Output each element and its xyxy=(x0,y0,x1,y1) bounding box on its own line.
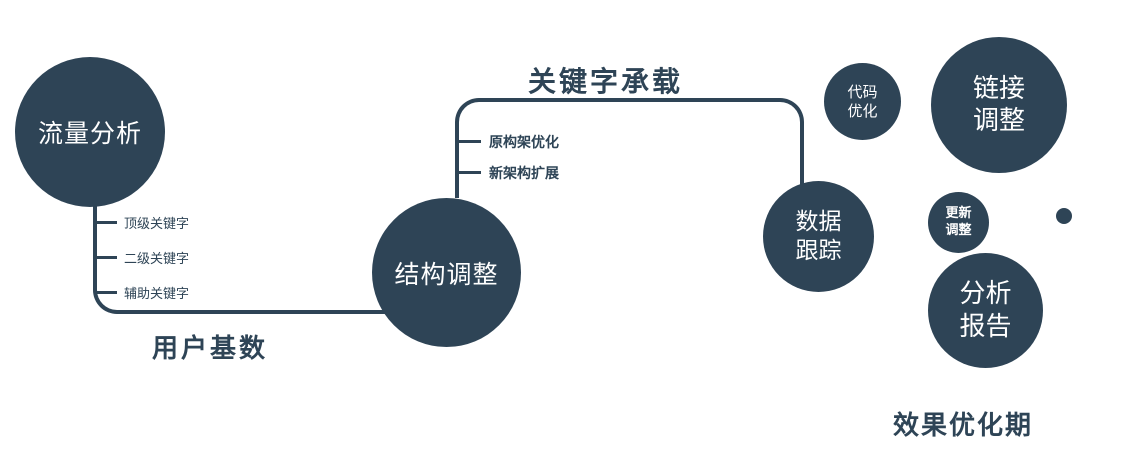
tick-label-top-keyword: 顶级关键字 xyxy=(124,217,190,232)
tick-mark-arch-optimize xyxy=(457,140,481,143)
node-code-optimize: 代码优化 xyxy=(824,63,901,140)
tick-label-arch-optimize: 原构架优化 xyxy=(489,135,559,151)
tick-label-second-keyword: 二级关键字 xyxy=(124,252,190,267)
phase-label: 效果优化期 xyxy=(893,411,1034,441)
tick-label-arch-expand: 新架构扩展 xyxy=(489,166,559,182)
node-code-optimize-label: 代码优化 xyxy=(847,82,878,120)
connector-structure-to-tracking xyxy=(455,98,804,198)
node-data-tracking: 数据跟踪 xyxy=(763,181,874,292)
node-analysis-report: 分析报告 xyxy=(928,253,1043,368)
node-structure-adjust-label: 结构调整 xyxy=(394,259,499,289)
tick-mark-arch-expand xyxy=(457,171,481,174)
edge-label-keyword-carry: 关键字承载 xyxy=(528,65,684,98)
bullet-dot xyxy=(1056,208,1072,224)
edge-label-user-base: 用户基数 xyxy=(152,334,269,364)
tick-mark-second-keyword xyxy=(95,256,117,259)
tick-label-aux-keyword: 辅助关键字 xyxy=(124,287,190,302)
node-link-adjust-label: 链接调整 xyxy=(972,73,1025,137)
node-traffic-analysis-label: 流量分析 xyxy=(37,119,142,148)
node-analysis-report-label: 分析报告 xyxy=(959,279,1012,342)
node-structure-adjust: 结构调整 xyxy=(372,198,521,347)
node-traffic-analysis: 流量分析 xyxy=(15,57,165,207)
tick-mark-aux-keyword xyxy=(95,291,117,294)
node-update-adjust-label: 更新调整 xyxy=(945,206,972,238)
tick-mark-top-keyword xyxy=(95,221,117,224)
connector-traffic-to-structure xyxy=(93,197,393,314)
node-data-tracking-label: 数据跟踪 xyxy=(795,208,842,264)
node-update-adjust: 更新调整 xyxy=(928,192,989,253)
node-link-adjust: 链接调整 xyxy=(931,37,1067,173)
